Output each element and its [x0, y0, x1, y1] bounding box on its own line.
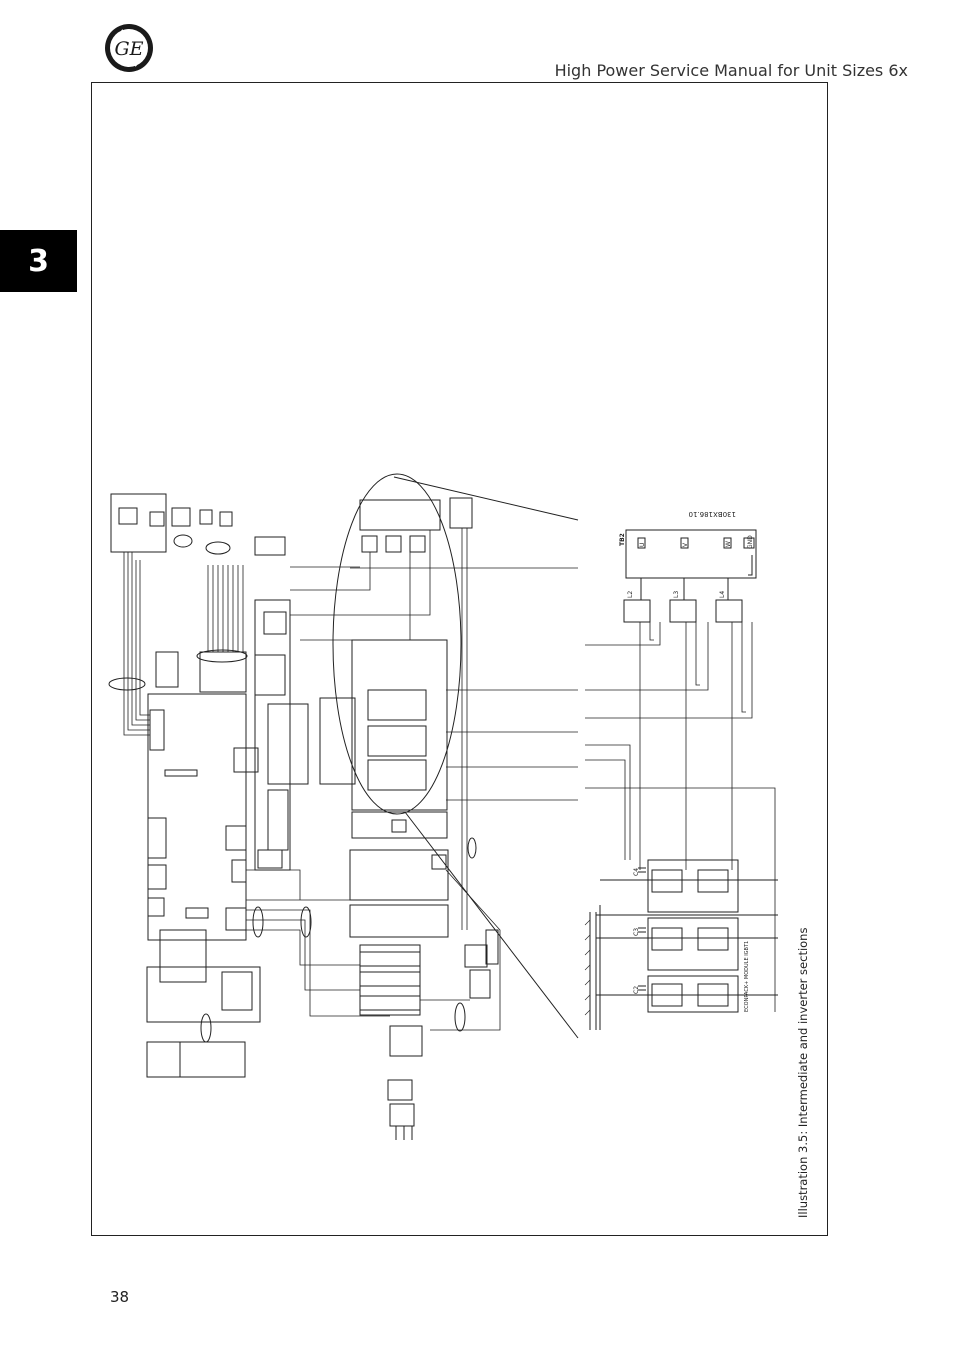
terminal-v-label: V	[682, 542, 689, 547]
terminal-gnd-label: GND	[747, 535, 754, 549]
figure-frame	[91, 82, 828, 1236]
igbt-module-label: ECONPACK+ MODULE IGBT1	[744, 941, 750, 1012]
c3-label: C3	[633, 928, 640, 936]
terminal-w-label: W	[725, 541, 732, 547]
figure-caption: Illustration 3.5: Intermediate and inver…	[796, 927, 810, 1218]
l2-label: L2	[627, 591, 634, 598]
ge-logo-icon: GE	[105, 24, 153, 72]
l3-label: L3	[673, 591, 680, 598]
logo-text: GE	[114, 38, 143, 60]
page-header-title: High Power Service Manual for Unit Sizes…	[554, 60, 908, 80]
terminal-u-label: U	[639, 543, 646, 547]
c2-label: C2	[633, 986, 640, 994]
l4-label: L4	[719, 591, 726, 598]
c4-label: C4	[633, 868, 640, 876]
chapter-tab: 3	[0, 230, 77, 292]
drawing-number-label: 130BX186.10	[689, 510, 736, 518]
page-number: 38	[110, 1288, 130, 1306]
tb2-label: TB2	[619, 533, 626, 546]
